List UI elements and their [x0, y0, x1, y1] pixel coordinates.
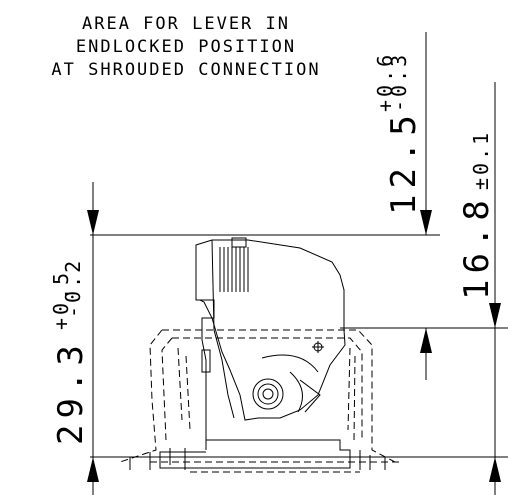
right-dim-value: 16.8 [457, 194, 497, 300]
middle-dim-tol-plus: +0.6 [373, 52, 397, 112]
middle-dim-arrow-top [420, 210, 432, 235]
right-dimension: 16.8 ±0.1 [457, 82, 501, 495]
left-dim-tol-minus: -0.2 [61, 258, 85, 318]
shroud-bottom [150, 461, 400, 473]
note-line-1: AREA FOR LEVER IN [82, 14, 290, 34]
shroud-envelope [119, 329, 400, 473]
middle-dim-tol-minus: -0.3 [387, 52, 411, 112]
side-detent [201, 349, 211, 373]
note-line-3: AT SHROUDED CONNECTION [51, 60, 320, 80]
left-dimension: 29.3 +0.5 -0.2 [49, 182, 99, 495]
left-dim-arrow-top [87, 210, 99, 235]
shroud-side-right [347, 347, 356, 441]
middle-dimension: 12.5 +0.6 -0.3 [373, 32, 432, 380]
base-feet [129, 448, 386, 470]
side-profile [196, 299, 215, 450]
cam-arc-3 [299, 379, 321, 413]
shroud-inner [161, 337, 363, 441]
extension-lines [90, 234, 508, 458]
pivot-outer [252, 378, 284, 410]
lever-grip-ribs [219, 247, 249, 292]
base-outline [159, 439, 351, 469]
pivot-inner [262, 388, 274, 400]
connector-lever-drawing [129, 237, 386, 470]
note-line-2: ENDLOCKED POSITION [76, 37, 296, 57]
cam-arc-1 [261, 354, 319, 373]
right-dim-tol: ±0.1 [469, 130, 493, 190]
cam-arc-2 [289, 371, 303, 413]
left-dim-tol-plus: +0.5 [49, 270, 73, 330]
right-dim-arrow-top [489, 303, 501, 328]
pivot-mid [257, 383, 279, 405]
lever-top-tab [231, 237, 247, 248]
note-block: AREA FOR LEVER IN ENDLOCKED POSITION AT … [51, 14, 320, 80]
right-dim-arrow-bottom [489, 457, 501, 482]
lever-outline [195, 239, 346, 421]
middle-dim-arrow-bottom [420, 328, 432, 353]
left-dim-value: 29.3 [51, 339, 91, 445]
middle-dim-value: 12.5 [384, 109, 424, 215]
shroud-outer [119, 329, 396, 463]
left-dim-arrow-bottom [87, 457, 99, 482]
shroud-side-left [177, 347, 191, 431]
